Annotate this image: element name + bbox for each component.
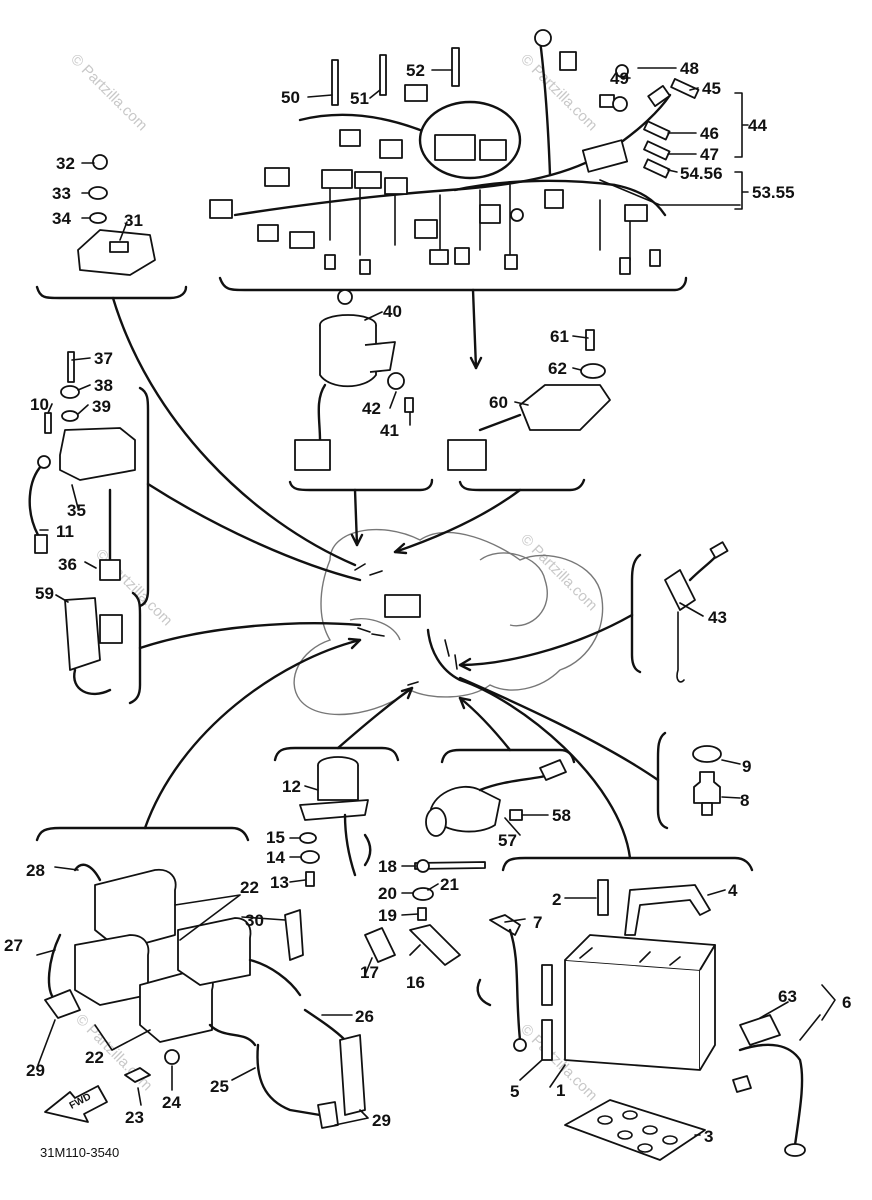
- callout-21: 21: [440, 875, 459, 894]
- callout-61: 61: [550, 327, 569, 346]
- small-parts-45-49: [599, 64, 741, 206]
- callout-42: 42: [362, 399, 381, 418]
- callout-26: 26: [355, 1007, 374, 1026]
- callout-53-55: 53.55: [752, 183, 795, 202]
- callout-48: 48: [680, 59, 699, 78]
- callout-11: 11: [56, 522, 74, 541]
- callout-28: 28: [26, 861, 45, 880]
- callout-41: 41: [380, 421, 399, 440]
- callout-30: 30: [245, 911, 264, 930]
- callout-2: 2: [552, 890, 561, 909]
- callout-27: 27: [4, 936, 23, 955]
- callout-22-top: 22: [240, 878, 259, 897]
- callout-58: 58: [552, 806, 571, 825]
- main-switch-40: [294, 289, 414, 471]
- callout-18: 18: [378, 857, 397, 876]
- callout-49: 49: [610, 69, 629, 88]
- watermark: © Partzilla.com: [67, 51, 150, 134]
- callout-50: 50: [281, 88, 300, 107]
- callout-38: 38: [94, 376, 113, 395]
- callout-33: 33: [52, 184, 71, 203]
- callout-1: 1: [556, 1081, 565, 1100]
- callout-12: 12: [282, 777, 301, 796]
- relay-60: [447, 329, 611, 471]
- callout-22-bottom: 22: [85, 1048, 104, 1067]
- junction-box: [384, 594, 421, 618]
- callout-43: 43: [708, 608, 727, 627]
- callout-46: 46: [700, 124, 719, 143]
- callout-39: 39: [92, 397, 111, 416]
- callout-52: 52: [406, 61, 425, 80]
- callout-14: 14: [266, 848, 285, 867]
- callout-9: 9: [742, 757, 751, 776]
- callout-57: 57: [498, 831, 517, 850]
- callout-6: 6: [842, 993, 851, 1012]
- callout-29-right: 29: [372, 1111, 391, 1130]
- switch-8: [692, 745, 722, 816]
- switches-16-21: [364, 859, 486, 966]
- callout-60: 60: [489, 393, 508, 412]
- callout-44: 44: [748, 116, 767, 135]
- callout-47: 47: [700, 145, 719, 164]
- unit-12: [299, 756, 372, 887]
- switch-43: [664, 541, 729, 683]
- wire-harness-44: [209, 29, 672, 275]
- callout-3: 3: [704, 1127, 713, 1146]
- unit-59: [64, 597, 123, 696]
- rectifier-31: [77, 154, 156, 276]
- callout-37: 37: [94, 349, 113, 368]
- callout-59: 59: [35, 584, 54, 603]
- callout-51: 51: [350, 89, 369, 108]
- callout-5: 5: [510, 1082, 519, 1101]
- callout-7: 7: [533, 913, 542, 932]
- bolts-50-52: [331, 47, 460, 106]
- ignition-coils-22: [44, 863, 366, 1129]
- callout-4: 4: [728, 881, 738, 900]
- callout-63: 63: [778, 987, 797, 1006]
- drawing-code: 31M110-3540: [40, 1145, 119, 1160]
- callout-15: 15: [266, 828, 285, 847]
- callout-8: 8: [740, 791, 749, 810]
- callout-34: 34: [52, 209, 71, 228]
- callout-labels: 1 2 3 4 5 6 7 8 9 10 11 12 13 14 15 16 1…: [4, 59, 851, 1146]
- callout-leaders: [36, 67, 836, 1136]
- callout-19: 19: [378, 906, 397, 925]
- callout-40: 40: [383, 302, 402, 321]
- callout-24: 24: [162, 1093, 181, 1112]
- starter-motor-57: [425, 759, 567, 837]
- callout-54-56: 54.56: [680, 164, 723, 183]
- callout-31: 31: [124, 211, 143, 230]
- callout-23: 23: [125, 1108, 144, 1127]
- callout-45: 45: [702, 79, 721, 98]
- frame-outline: [293, 528, 604, 716]
- callout-16: 16: [406, 973, 425, 992]
- callout-32: 32: [56, 154, 75, 173]
- callout-10: 10: [30, 395, 49, 414]
- callout-35: 35: [67, 501, 86, 520]
- callout-29-left: 29: [26, 1061, 45, 1080]
- callout-25: 25: [210, 1077, 229, 1096]
- regulator-35: [28, 351, 136, 581]
- leader-lines: [111, 288, 660, 860]
- callout-36: 36: [58, 555, 77, 574]
- forward-arrow-icon: FWD: [44, 1085, 108, 1123]
- watermark: © Partzilla.com: [517, 51, 600, 134]
- callout-62: 62: [548, 359, 567, 378]
- battery-1: [476, 879, 806, 1161]
- callout-13: 13: [270, 873, 289, 892]
- callout-17: 17: [360, 963, 379, 982]
- callout-20: 20: [378, 884, 397, 903]
